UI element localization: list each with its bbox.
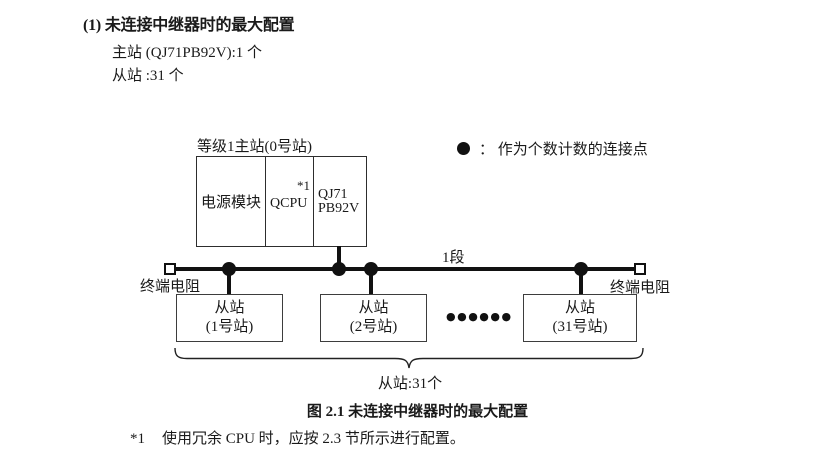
master-station-box: 电源模块 *1 QCPU QJ71 PB92V (196, 156, 367, 247)
slave1-drop-line (227, 270, 231, 295)
master-station-label: 等级1主站(0号站) (197, 139, 312, 155)
slave-count-brace (174, 347, 644, 369)
qj71-label-line2: PB92V (318, 200, 360, 216)
slave-label: 从站 (214, 300, 245, 316)
slave-station-31-box: 从站 (31号站) (523, 294, 637, 342)
connection-point-dot (332, 262, 346, 276)
master-drop-line (337, 246, 341, 270)
slave-label: 从站 (358, 300, 389, 316)
figure-caption: 图 2.1 未连接中继器时的最大配置 (306, 404, 529, 420)
master-spec-line: 主站 (QJ71PB92V):1 个 (112, 45, 263, 61)
footnote-text: 使用冗余 CPU 时，应按 2.3 节所示进行配置。 (162, 431, 465, 447)
qj71-label-line1: QJ71 (318, 186, 348, 202)
slave-station-number: (2号站) (349, 319, 398, 335)
legend-text: ： 作为个数计数的连接点 (479, 142, 648, 158)
connection-point-dot (364, 262, 378, 276)
bus-line (175, 267, 635, 271)
more-slaves-ellipsis: ●●●●●● (446, 310, 513, 323)
connection-point-dot (222, 262, 236, 276)
slave-count-label: 从站:31个 (377, 376, 443, 392)
slave-label: 从站 (564, 300, 595, 316)
section-heading: (1) 未连接中继器时的最大配置 (83, 17, 295, 34)
segment-label: 1段 (442, 250, 465, 266)
slave-station-2-box: 从站 (2号站) (320, 294, 427, 342)
footnote-marker: *1 (130, 431, 145, 447)
footnote: *1 使用冗余 CPU 时，应按 2.3 节所示进行配置。 (130, 427, 465, 448)
qj71pb92v-cell: QJ71 PB92V (314, 157, 366, 246)
qcpu-label: QCPU (270, 196, 308, 211)
terminating-resistor-right-icon (634, 263, 646, 275)
power-module-cell: 电源模块 (197, 157, 266, 246)
footnote-reference: *1 (297, 178, 310, 193)
terminator-label-right: 终端电阻 (610, 280, 671, 296)
slave-station-number: (31号站) (552, 319, 608, 335)
qcpu-cell: *1 QCPU (266, 157, 314, 246)
connection-point-dot-icon (457, 142, 470, 155)
connection-point-dot (574, 262, 588, 276)
terminator-label-left: 终端电阻 (140, 279, 201, 295)
terminating-resistor-left-icon (164, 263, 176, 275)
slave-station-number: (1号站) (205, 319, 254, 335)
slave2-drop-line (369, 270, 373, 295)
slave-station-1-box: 从站 (1号站) (176, 294, 283, 342)
legend: ： 作为个数计数的连接点 (457, 138, 648, 159)
slave-spec-line: 从站 :31 个 (112, 68, 184, 84)
slave31-drop-line (579, 270, 583, 295)
